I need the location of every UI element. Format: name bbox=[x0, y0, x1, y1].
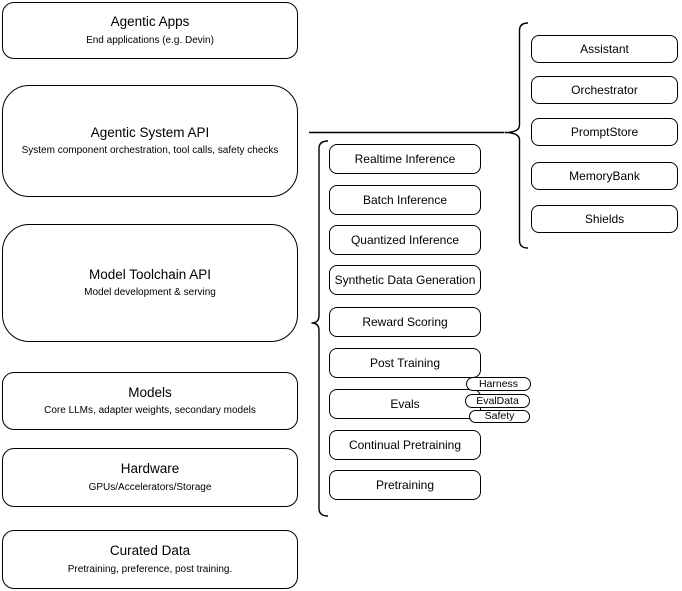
eval-tag-harness: Harness bbox=[466, 377, 531, 391]
toolchain-label: Continual Pretraining bbox=[348, 438, 462, 452]
layer-title: Hardware bbox=[120, 461, 180, 477]
layer-title: Curated Data bbox=[109, 543, 191, 559]
layer-subtitle: Model development & serving bbox=[84, 287, 216, 299]
toolchain-box-post-training: Post Training bbox=[329, 348, 481, 378]
toolchain-box-pretraining: Pretraining bbox=[329, 470, 481, 500]
brace-toolchain-items bbox=[311, 140, 329, 517]
brace-system-components bbox=[504, 22, 529, 249]
toolchain-box-reward-scoring: Reward Scoring bbox=[329, 307, 481, 337]
toolchain-box-quantized-inference: Quantized Inference bbox=[329, 225, 481, 255]
system-label: Assistant bbox=[580, 42, 629, 56]
system-box-shields: Shields bbox=[531, 205, 678, 233]
system-label: Orchestrator bbox=[571, 83, 638, 97]
layer-box-hardware: Hardware GPUs/Accelerators/Storage bbox=[2, 448, 298, 507]
system-box-promptstore: PromptStore bbox=[531, 118, 678, 146]
layer-title: Agentic Apps bbox=[110, 14, 190, 30]
layer-subtitle: End applications (e.g. Devin) bbox=[86, 34, 214, 46]
toolchain-box-evals: Evals bbox=[329, 389, 481, 419]
eval-tag-label: Harness bbox=[478, 377, 519, 390]
eval-tag-safety: Safety bbox=[469, 410, 530, 423]
toolchain-box-realtime-inference: Realtime Inference bbox=[329, 144, 481, 174]
toolchain-label: Reward Scoring bbox=[362, 315, 448, 329]
layer-box-agentic-apps: Agentic Apps End applications (e.g. Devi… bbox=[2, 2, 298, 59]
toolchain-box-batch-inference: Batch Inference bbox=[329, 185, 481, 215]
toolchain-box-continual-pretraining: Continual Pretraining bbox=[329, 430, 481, 460]
layer-box-models: Models Core LLMs, adapter weights, secon… bbox=[2, 372, 298, 430]
eval-tag-label: EvalData bbox=[476, 394, 519, 407]
system-label: MemoryBank bbox=[569, 169, 640, 183]
layer-box-curated-data: Curated Data Pretraining, preference, po… bbox=[2, 530, 298, 589]
layer-title: Models bbox=[128, 384, 172, 400]
eval-tag-evaldata: EvalData bbox=[465, 394, 530, 408]
layer-subtitle: Core LLMs, adapter weights, secondary mo… bbox=[44, 405, 256, 417]
layer-box-agentic-system-api: Agentic System API System component orch… bbox=[2, 85, 298, 197]
toolchain-label: Evals bbox=[390, 397, 420, 411]
toolchain-label: Synthetic Data Generation bbox=[334, 273, 476, 287]
toolchain-label: Post Training bbox=[369, 356, 441, 370]
system-label: Shields bbox=[584, 212, 625, 226]
layer-title: Agentic System API bbox=[90, 124, 210, 140]
layer-title: Model Toolchain API bbox=[88, 266, 212, 282]
system-label: PromptStore bbox=[570, 125, 639, 139]
system-box-assistant: Assistant bbox=[531, 35, 678, 63]
toolchain-label: Realtime Inference bbox=[354, 152, 456, 166]
layer-box-model-toolchain-api: Model Toolchain API Model development & … bbox=[2, 224, 298, 342]
layer-subtitle: Pretraining, preference, post training. bbox=[67, 563, 233, 575]
system-box-memorybank: MemoryBank bbox=[531, 162, 678, 190]
layer-subtitle: System component orchestration, tool cal… bbox=[21, 145, 279, 157]
toolchain-label: Quantized Inference bbox=[350, 233, 460, 247]
toolchain-label: Pretraining bbox=[375, 478, 435, 492]
toolchain-label: Batch Inference bbox=[362, 193, 448, 207]
layer-subtitle: GPUs/Accelerators/Storage bbox=[88, 481, 212, 493]
eval-tag-label: Safety bbox=[484, 410, 515, 423]
system-box-orchestrator: Orchestrator bbox=[531, 76, 678, 104]
toolchain-box-synthetic-data-generation: Synthetic Data Generation bbox=[329, 265, 481, 295]
